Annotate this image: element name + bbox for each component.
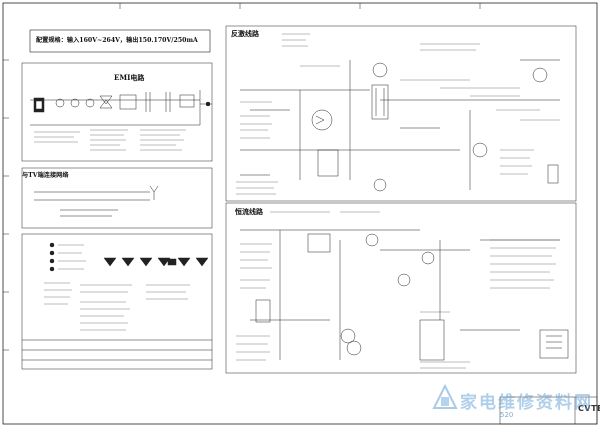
- constant-current-notes: [236, 211, 560, 369]
- section-title-feedback: 反激线路: [231, 29, 259, 38]
- spec-box: [29, 29, 211, 53]
- tv-interface-block: [21, 167, 213, 229]
- left-ruler: [3, 59, 9, 351]
- section-title-emi: EMI电路: [114, 73, 145, 82]
- watermark-text: 家电维修资料网: [460, 393, 593, 413]
- emi-block: [21, 62, 213, 162]
- legend-block: [21, 233, 213, 370]
- top-ruler: [119, 3, 481, 9]
- legend-notes: [44, 244, 190, 331]
- section-title-constant-current: 恒流线路: [235, 207, 263, 216]
- watermark-site: 520: [500, 411, 514, 419]
- emi-notes: [34, 129, 186, 151]
- flyback-block: [225, 25, 577, 202]
- flyback-notes: [236, 33, 560, 195]
- title-block: [499, 396, 598, 425]
- outer-frame: [2, 2, 598, 425]
- section-title-tv-interface: 与TV端连接网络: [22, 172, 69, 179]
- constant-current-block: [225, 202, 577, 374]
- spec-text: 配置规格：输入160V~264V，输出150.170V/250mA: [36, 37, 198, 44]
- brand-mark: CVTE: [578, 404, 600, 413]
- watermark-logo-icon: [432, 383, 458, 409]
